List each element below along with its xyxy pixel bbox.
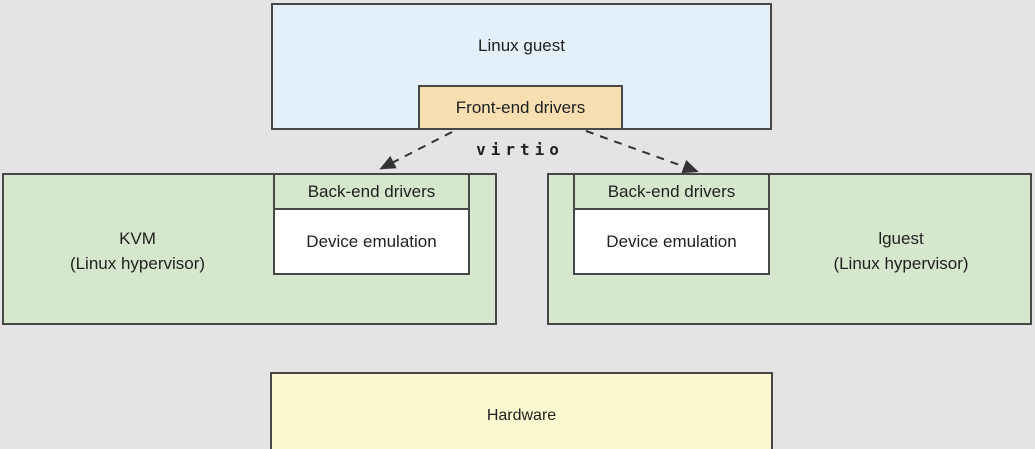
front-end-drivers-label: Front-end drivers: [455, 97, 586, 117]
kvm-back-end-drivers-label: Back-end drivers: [307, 181, 436, 201]
lguest-driver-stack: Back-end drivers Device emulation: [573, 173, 770, 275]
kvm-device-emulation-box: Device emulation: [275, 210, 468, 273]
kvm-device-emulation-label: Device emulation: [306, 231, 437, 251]
lguest-back-end-drivers-label: Back-end drivers: [607, 181, 736, 201]
lguest-subtitle: (Linux hypervisor): [833, 254, 969, 273]
lguest-back-end-drivers-box: Back-end drivers: [575, 175, 768, 210]
hardware-label: Hardware: [486, 407, 557, 424]
kvm-hypervisor-label: KVM (Linux hypervisor): [2, 226, 273, 276]
kvm-subtitle: (Linux hypervisor): [69, 254, 206, 273]
virtio-label: virtio: [476, 140, 564, 159]
kvm-driver-stack: Back-end drivers Device emulation: [273, 173, 470, 275]
linux-guest-label: Linux guest: [478, 36, 565, 55]
front-end-drivers-box: Front-end drivers: [418, 85, 623, 130]
lguest-device-emulation-box: Device emulation: [575, 210, 768, 273]
lguest-device-emulation-label: Device emulation: [606, 231, 737, 251]
kvm-name: KVM: [119, 229, 156, 248]
hardware-box: Hardware: [270, 372, 773, 449]
kvm-back-end-drivers-box: Back-end drivers: [275, 175, 468, 210]
lguest-name: lguest: [878, 229, 924, 248]
lguest-hypervisor-label: lguest (Linux hypervisor): [770, 226, 1032, 276]
